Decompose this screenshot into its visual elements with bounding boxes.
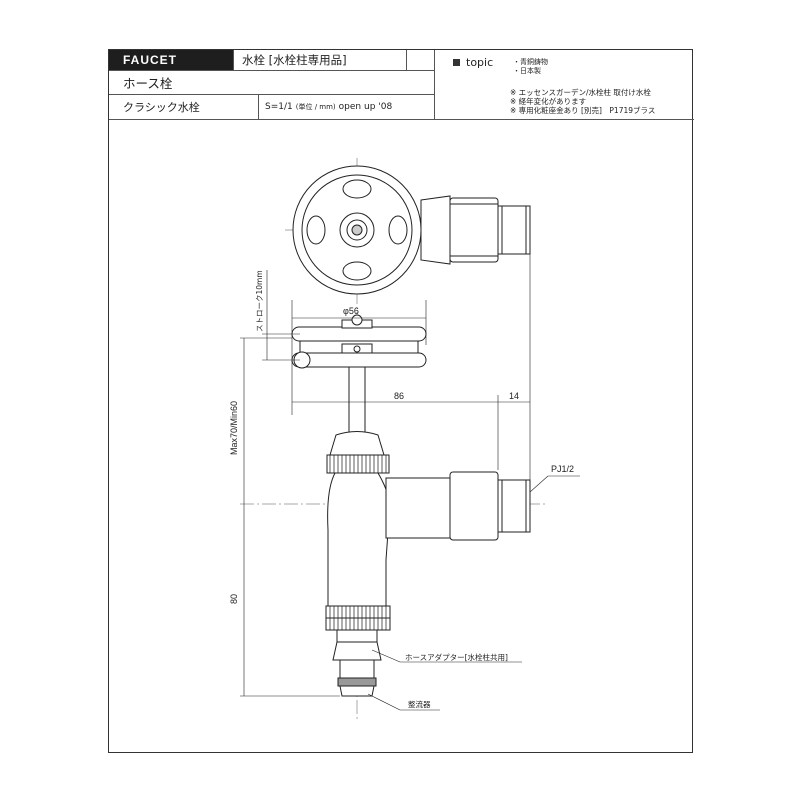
series-name: クラシック水栓 [109,95,259,120]
spec-sheet: FAUCET 水栓 [水栓柱専用品] ホース栓 クラシック水栓 S=1/1 (単… [108,49,694,753]
dim-stroke: ストローク10mm [255,270,264,332]
dim-80: 80 [229,594,239,604]
brand-label: FAUCET [109,50,234,71]
dim-86: 86 [394,391,404,401]
scale-info: S=1/1 (単位 / mm) open up '08 [259,95,435,120]
scale-edition: open up '08 [338,102,393,112]
topic-heading: topic [453,56,493,69]
dim-diameter: φ56 [343,306,359,316]
scale-value: S=1/1 [265,102,293,112]
title-block: FAUCET 水栓 [水栓柱専用品] ホース栓 クラシック水栓 S=1/1 (単… [109,50,694,120]
handle-wheel [292,165,422,295]
adapter-label: ホースアダプター[水栓柱共用] [405,652,508,662]
valve-body-top [420,195,531,265]
note-aging: ※ 経年変化があります [510,97,587,106]
product-name: ホース栓 [109,71,435,95]
category-label: 水栓 [水栓柱専用品] [234,50,407,71]
dimension-lines [240,254,580,711]
square-bullet-icon [453,59,460,66]
spec-material: ・青銅鋳物 [513,58,548,66]
topic-label: topic [466,56,494,69]
aerator-label: 整流器 [408,699,431,709]
note-washer: ※ 専用化粧座金あり [別売] P1719ブラス [510,106,656,115]
spec-origin: ・日本製 [513,67,541,75]
note-compat: ※ エッセンスガーデン/水栓柱 取付け水栓 [510,88,651,97]
blank-cell [407,50,435,71]
scale-unit: (単位 / mm) [295,103,336,111]
thread-label: PJ1/2 [551,464,574,474]
valve-body-side [325,366,531,697]
dim-max-min: Max70/Min60 [229,401,239,455]
dim-14: 14 [509,391,519,401]
handle-side [291,314,427,369]
topic-box: topic ・青銅鋳物 ・日本製 ※ エッセンスガーデン/水栓柱 取付け水栓 ※… [435,50,694,120]
